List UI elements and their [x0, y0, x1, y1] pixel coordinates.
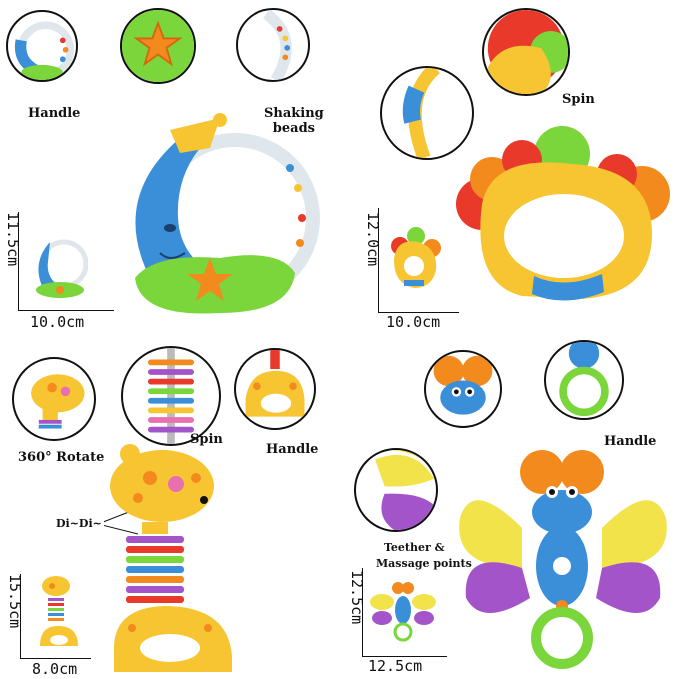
giraffe-height-dim: 15.5cm	[6, 574, 24, 629]
giraffe-width-dim: 8.0cm	[32, 660, 78, 678]
moon-handle-label: Handle	[28, 106, 81, 121]
moon-rattle-image	[110, 108, 325, 328]
giraffe-rattle-mini-image	[36, 574, 82, 650]
giraffe-rotate-label: 360° Rotate	[18, 450, 105, 465]
callout-bee-face	[424, 350, 502, 428]
moon-dim-bracket	[18, 212, 114, 311]
bee-width-dim: 12.5cm	[368, 657, 423, 675]
callout-giraffe-rotate	[12, 357, 96, 441]
callout-moon-handle	[6, 10, 78, 82]
bee-massage-label: Massage points	[376, 557, 472, 570]
giraffe-dim-bracket	[20, 574, 91, 659]
callout-sun-handle	[380, 66, 474, 160]
spin-discs-detail-image	[147, 348, 195, 444]
bee-teether-label: Teether &	[384, 541, 445, 554]
sun-width-dim: 10.0cm	[386, 313, 441, 331]
giraffe-rattle-image	[104, 442, 238, 676]
beads-detail-image	[262, 10, 292, 80]
bee-height-dim: 12.5cm	[348, 570, 366, 625]
callout-sun-spin	[482, 8, 570, 96]
callout-moon-beads	[236, 8, 310, 82]
spin-detail-image	[487, 10, 568, 94]
giraffe-head-detail-image	[31, 374, 85, 429]
sun-handle-detail-image	[402, 68, 441, 158]
moon-rattle-mini-image	[28, 232, 88, 302]
giraffe-sound-label: Di~Di~	[56, 517, 102, 530]
star-detail-image	[122, 10, 194, 82]
sun-rattle-mini-image	[386, 226, 442, 296]
sun-dim-bracket	[378, 208, 459, 313]
bee-rattle-image	[452, 448, 674, 672]
teether-detail-image	[375, 450, 436, 530]
callout-giraffe-handle	[234, 348, 316, 430]
bee-face-detail-image	[433, 355, 493, 415]
giraffe-handle-detail-image	[245, 350, 305, 417]
sun-rattle-image	[452, 124, 674, 314]
callout-moon-star	[120, 8, 196, 84]
sun-height-dim: 12.0cm	[364, 212, 382, 267]
callout-bee-teether	[354, 448, 438, 532]
moon-handle-detail-image	[14, 21, 75, 80]
bee-handle-detail-image	[559, 342, 609, 417]
giraffe-spin-label: Spin	[190, 432, 223, 447]
bee-dim-bracket	[362, 568, 447, 657]
callout-bee-handle	[544, 340, 624, 420]
giraffe-handle-label: Handle	[266, 442, 319, 457]
bee-rattle-mini-image	[368, 580, 438, 644]
callout-giraffe-spin	[121, 346, 221, 446]
sun-spin-label: Spin	[562, 92, 595, 107]
moon-height-dim: 11.5cm	[4, 212, 22, 267]
bee-handle-label: Handle	[604, 434, 657, 449]
moon-width-dim: 10.0cm	[30, 313, 85, 331]
moon-beads-label: Shaking beads	[264, 106, 324, 136]
